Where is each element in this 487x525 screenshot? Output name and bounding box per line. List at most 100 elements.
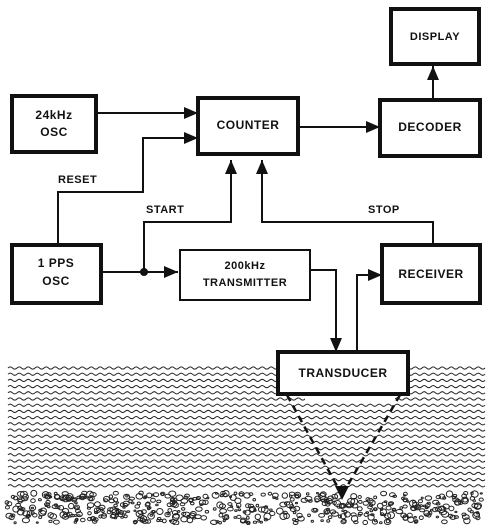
pebble [32,512,38,518]
pebble [294,491,302,499]
pebble [8,514,15,521]
pebble [94,501,101,508]
pebble [234,497,242,504]
pebble [292,511,297,515]
pebble [339,513,347,520]
pebble [385,505,392,511]
pebble [373,519,378,523]
pebble [138,490,144,496]
pebble [324,510,329,514]
pebble [379,507,384,511]
pebble [101,510,105,514]
pebble [206,496,210,500]
pebble [123,514,128,519]
pebble [17,497,25,503]
pebble [387,511,396,520]
pebble [341,509,345,513]
water-wave-line [7,372,486,376]
pebble [10,494,16,499]
pebble [412,502,420,507]
pebble [244,509,251,516]
water-wave-line [7,409,486,413]
pebble [145,501,151,507]
water-wave-line [7,440,486,444]
pebble [255,503,260,508]
pebble [369,503,374,508]
pebble [263,512,272,521]
block-label: TRANSMITTER [203,277,287,289]
pebble [362,519,368,525]
pebble [75,509,81,514]
pebble [216,501,224,509]
pebble [141,509,147,515]
pebble [325,497,333,505]
pebble [369,509,374,513]
pebble [321,498,326,503]
pebble [424,506,428,510]
wire-reset [57,137,198,245]
block-label: RECEIVER [398,267,463,281]
pebble [294,501,299,505]
pebble [318,513,326,518]
pebble [89,492,97,498]
pebble [400,512,407,519]
pebble [402,504,408,509]
pebble [327,495,335,502]
pebble [471,503,479,509]
pebble [252,498,256,502]
pebble [30,506,35,510]
block-label: OSC [42,274,70,288]
pebble [283,512,290,520]
pebble [194,514,202,520]
pebble [79,495,85,500]
pebble [48,519,53,524]
pebble [130,501,135,505]
pebble [120,515,124,519]
pebble [238,491,245,497]
pebble [289,497,295,502]
pebble [61,494,70,503]
pebble [184,493,190,498]
pebble [125,494,129,498]
pebble [300,497,308,503]
arrowhead [330,338,342,352]
pebble [358,499,363,504]
pebble [350,515,359,523]
arrowhead [225,160,237,174]
water-wave-line [7,366,486,370]
pebble [279,512,288,520]
reset-label: RESET [58,174,97,186]
block-counter: COUNTER [196,96,300,156]
pebble [132,519,138,524]
pebble [123,493,131,500]
pebble [98,514,103,519]
pebble [133,509,137,512]
pebble [44,494,52,500]
water-wave-line [7,378,486,382]
pebble [341,518,347,523]
pebble [59,511,68,519]
pebble [336,503,342,509]
sea-floor [4,489,484,525]
block-1pps-osc: 1 PPS OSC [10,243,103,305]
pebble [133,520,138,525]
pebble [110,512,117,519]
pebble [245,503,251,509]
arrowhead [164,266,178,278]
pebble [294,493,300,499]
pebble [402,514,410,521]
pebble [454,510,458,514]
pebble [78,493,86,501]
pebble [15,502,22,508]
water-wave-line [7,397,486,401]
pebble [344,511,351,518]
pebble [426,512,432,518]
water-wave-line [7,465,486,469]
pebble [389,492,396,498]
block-label: 1 PPS [38,256,75,270]
water-wave-line [7,416,486,420]
pebble [366,498,374,504]
pebble [190,501,195,506]
arrowhead [366,121,380,133]
pebble [326,519,331,523]
